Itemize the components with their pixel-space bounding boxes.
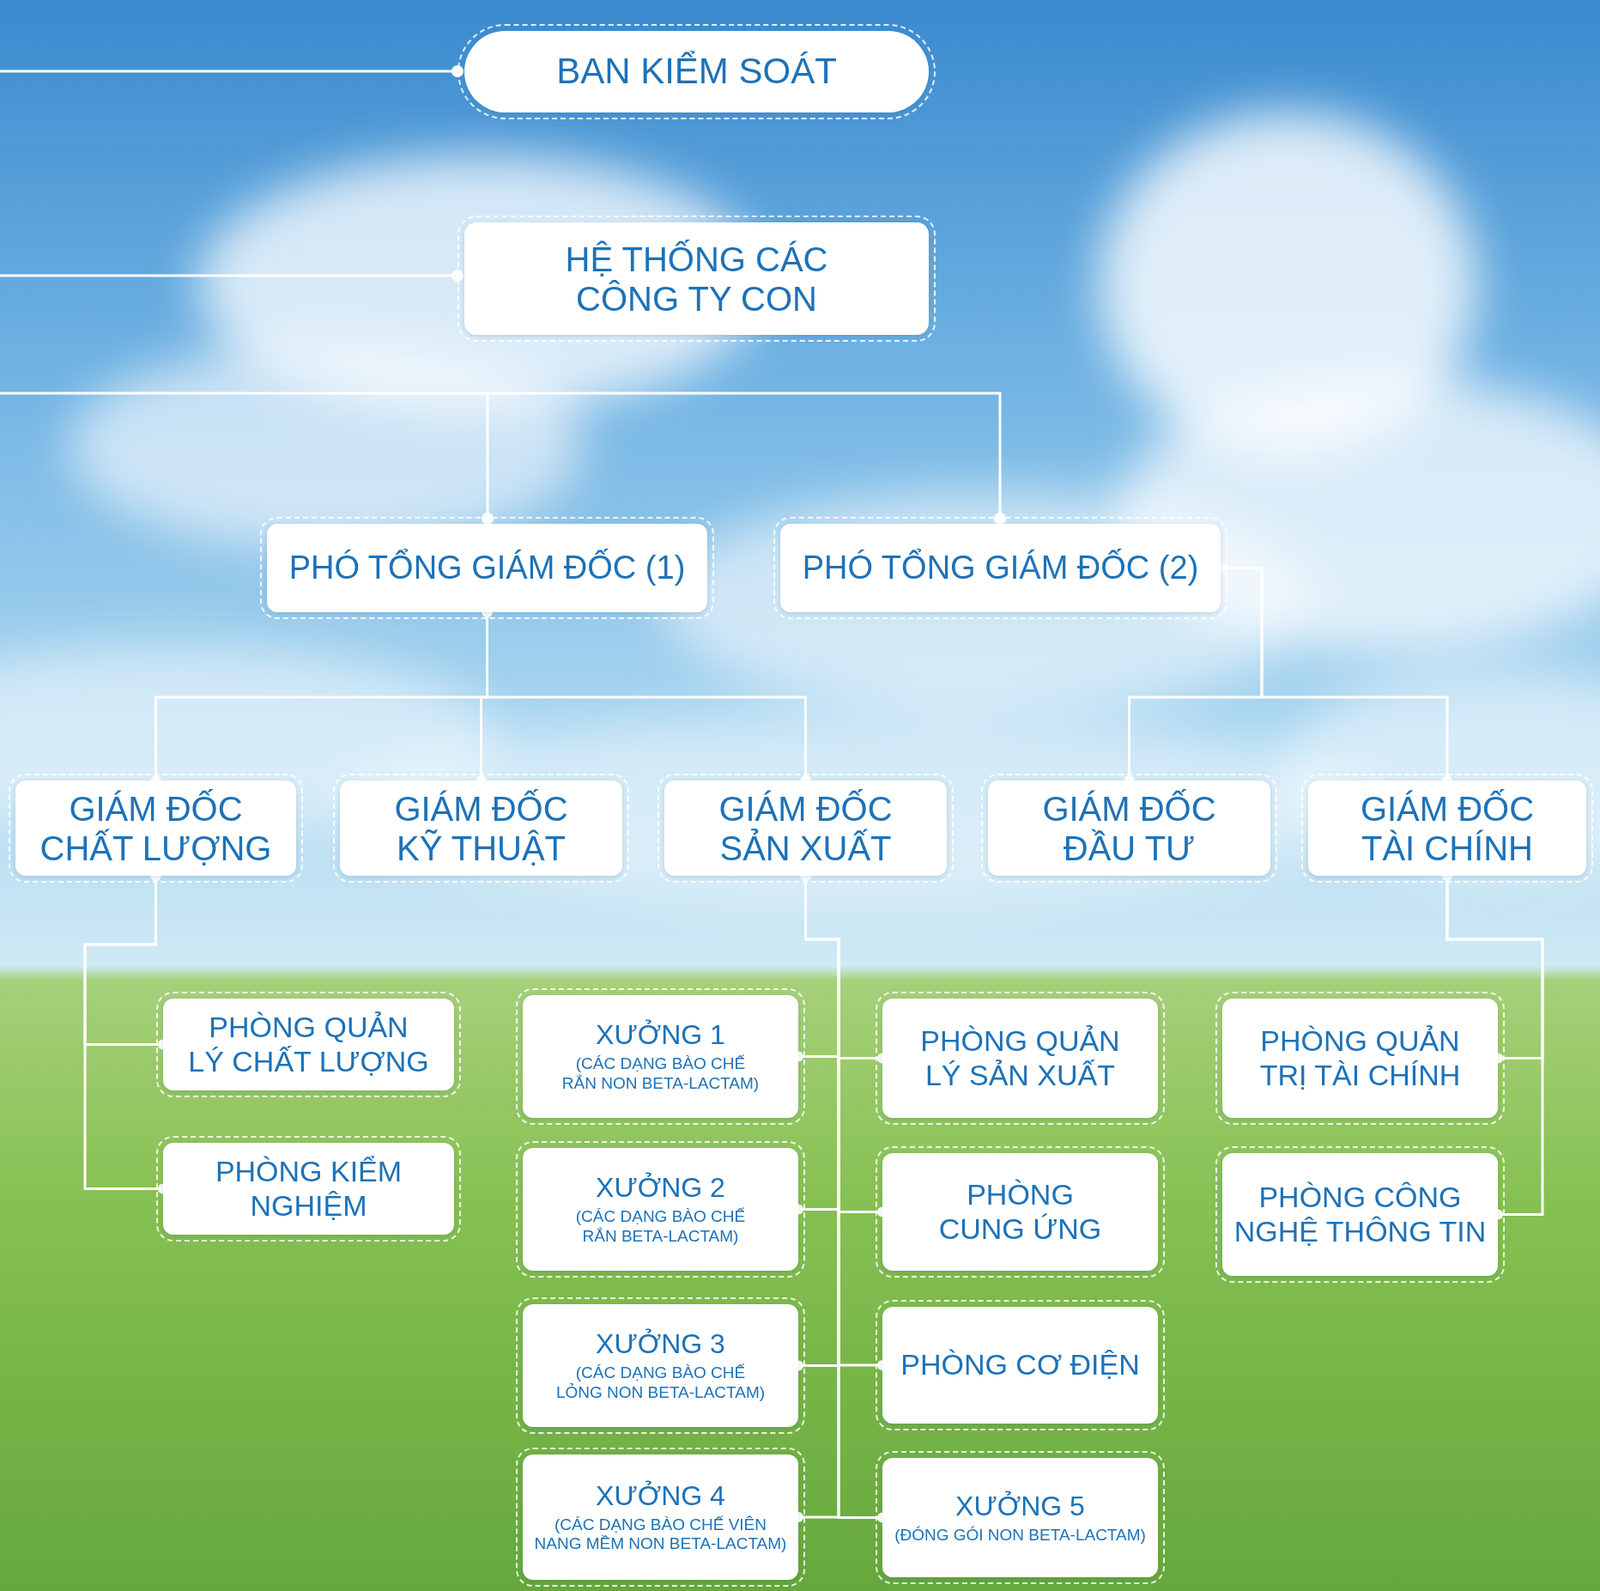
org-box: XƯỞNG 2(CÁC DẠNG BÀO CHẾ RẮN BETA-LACTAM… xyxy=(522,1147,799,1271)
box-title: XƯỞNG 1 xyxy=(595,1018,726,1051)
connector-line xyxy=(806,875,884,1365)
org-box: GIÁM ĐỐC CHẤT LƯỢNG xyxy=(15,780,297,876)
org-box: PHÒNG QUẢN TRỊ TÀI CHÍNH xyxy=(1222,998,1498,1118)
org-box: GIÁM ĐỐC TÀI CHÍNH xyxy=(1308,780,1587,876)
org-box: PHÒNG CƠ ĐIỆN xyxy=(882,1306,1158,1424)
box-title: XƯỞNG 4 xyxy=(595,1479,726,1512)
connector-line xyxy=(1220,568,1448,782)
box-title: PHÓ TỔNG GIÁM ĐỐC (2) xyxy=(802,549,1200,588)
org-box: GIÁM ĐỐC ĐẦU TƯ xyxy=(987,780,1271,876)
connector-line xyxy=(806,875,884,1213)
org-box: GIÁM ĐỐC SẢN XUẤT xyxy=(664,780,947,876)
box-title: GIÁM ĐỐC CHẤT LƯỢNG xyxy=(24,788,288,868)
connector-line xyxy=(487,612,807,781)
box-title: XƯỞNG 2 xyxy=(595,1171,726,1204)
box-title: PHÒNG KIỂM NGHIỆM xyxy=(171,1154,446,1222)
connector-line xyxy=(156,612,488,781)
junction-dots xyxy=(451,65,1007,525)
box-title: PHÒNG CÔNG NGHỆ THÔNG TIN xyxy=(1230,1180,1490,1248)
org-box: PHÒNG QUẢN LÝ SẢN XUẤT xyxy=(882,998,1158,1118)
connector-line xyxy=(84,875,164,1189)
box-title: XƯỞNG 5 xyxy=(955,1490,1085,1522)
box-title: GIÁM ĐỐC TÀI CHÍNH xyxy=(1316,788,1578,868)
org-box: PHÓ TỔNG GIÁM ĐỐC (1) xyxy=(266,523,708,613)
connector-line xyxy=(806,875,884,1059)
box-title: GIÁM ĐỐC KỸ THUẬT xyxy=(348,788,614,868)
box-title: XƯỞNG 3 xyxy=(595,1327,726,1360)
org-box: GIÁM ĐỐC KỸ THUẬT xyxy=(339,780,623,876)
org-box: XƯỞNG 4(CÁC DẠNG BÀO CHẾ VIÊN NANG MỀM N… xyxy=(522,1454,799,1580)
org-box: HỆ THỐNG CÁC CÔNG TY CON xyxy=(464,222,929,335)
connector-line xyxy=(806,875,884,1518)
org-box: BAN KIỂM SOÁT xyxy=(464,30,929,113)
org-box: PHÒNG CUNG ỨNG xyxy=(882,1152,1158,1271)
incoming-lines xyxy=(0,71,1000,519)
box-title: PHÒNG CUNG ỨNG xyxy=(890,1177,1150,1245)
box-title: GIÁM ĐỐC SẢN XUẤT xyxy=(672,788,939,868)
org-box: PHÒNG KIỂM NGHIỆM xyxy=(163,1142,455,1235)
box-title: PHÓ TỔNG GIÁM ĐỐC (1) xyxy=(289,549,686,588)
box-title: GIÁM ĐỐC ĐẦU TƯ xyxy=(996,788,1262,868)
box-subtitle: (CÁC DẠNG BÀO CHẾ VIÊN NANG MỀM NON BETA… xyxy=(531,1515,790,1555)
box-title: PHÒNG QUẢN LÝ CHẤT LƯỢNG xyxy=(171,1010,446,1078)
box-title: PHÒNG QUẢN LÝ SẢN XUẤT xyxy=(890,1024,1150,1091)
box-title: BAN KIỂM SOÁT xyxy=(556,50,837,92)
org-box: XƯỞNG 1(CÁC DẠNG BÀO CHẾ RẮN NON BETA-LA… xyxy=(522,994,799,1118)
box-title: PHÒNG CƠ ĐIỆN xyxy=(900,1347,1140,1382)
box-subtitle: (CÁC DẠNG BÀO CHẾ RẮN NON BETA-LACTAM) xyxy=(531,1054,790,1094)
org-box: PHÓ TỔNG GIÁM ĐỐC (2) xyxy=(780,523,1221,613)
box-title: HỆ THỐNG CÁC CÔNG TY CON xyxy=(508,239,886,319)
connector-line xyxy=(798,875,839,1366)
org-box: XƯỞNG 3(CÁC DẠNG BÀO CHẾ LỎNG NON BETA-L… xyxy=(522,1303,799,1427)
box-subtitle: (ĐÓNG GÓI NON BETA-LACTAM) xyxy=(894,1525,1146,1546)
org-box: PHÒNG QUẢN LÝ CHẤT LƯỢNG xyxy=(163,998,455,1091)
box-subtitle: (CÁC DẠNG BÀO CHẾ LỎNG NON BETA-LACTAM) xyxy=(531,1363,790,1403)
connector-line xyxy=(84,875,164,1045)
clouds xyxy=(0,111,1600,902)
box-subtitle: (CÁC DẠNG BÀO CHẾ RẮN BETA-LACTAM) xyxy=(531,1206,790,1247)
box-title: PHÒNG QUẢN TRỊ TÀI CHÍNH xyxy=(1230,1024,1490,1091)
connector-line xyxy=(798,875,839,1517)
org-box: XƯỞNG 5 (ĐÓNG GÓI NON BETA-LACTAM) xyxy=(882,1457,1158,1577)
org-box: PHÒNG CÔNG NGHỆ THÔNG TIN xyxy=(1222,1152,1498,1276)
